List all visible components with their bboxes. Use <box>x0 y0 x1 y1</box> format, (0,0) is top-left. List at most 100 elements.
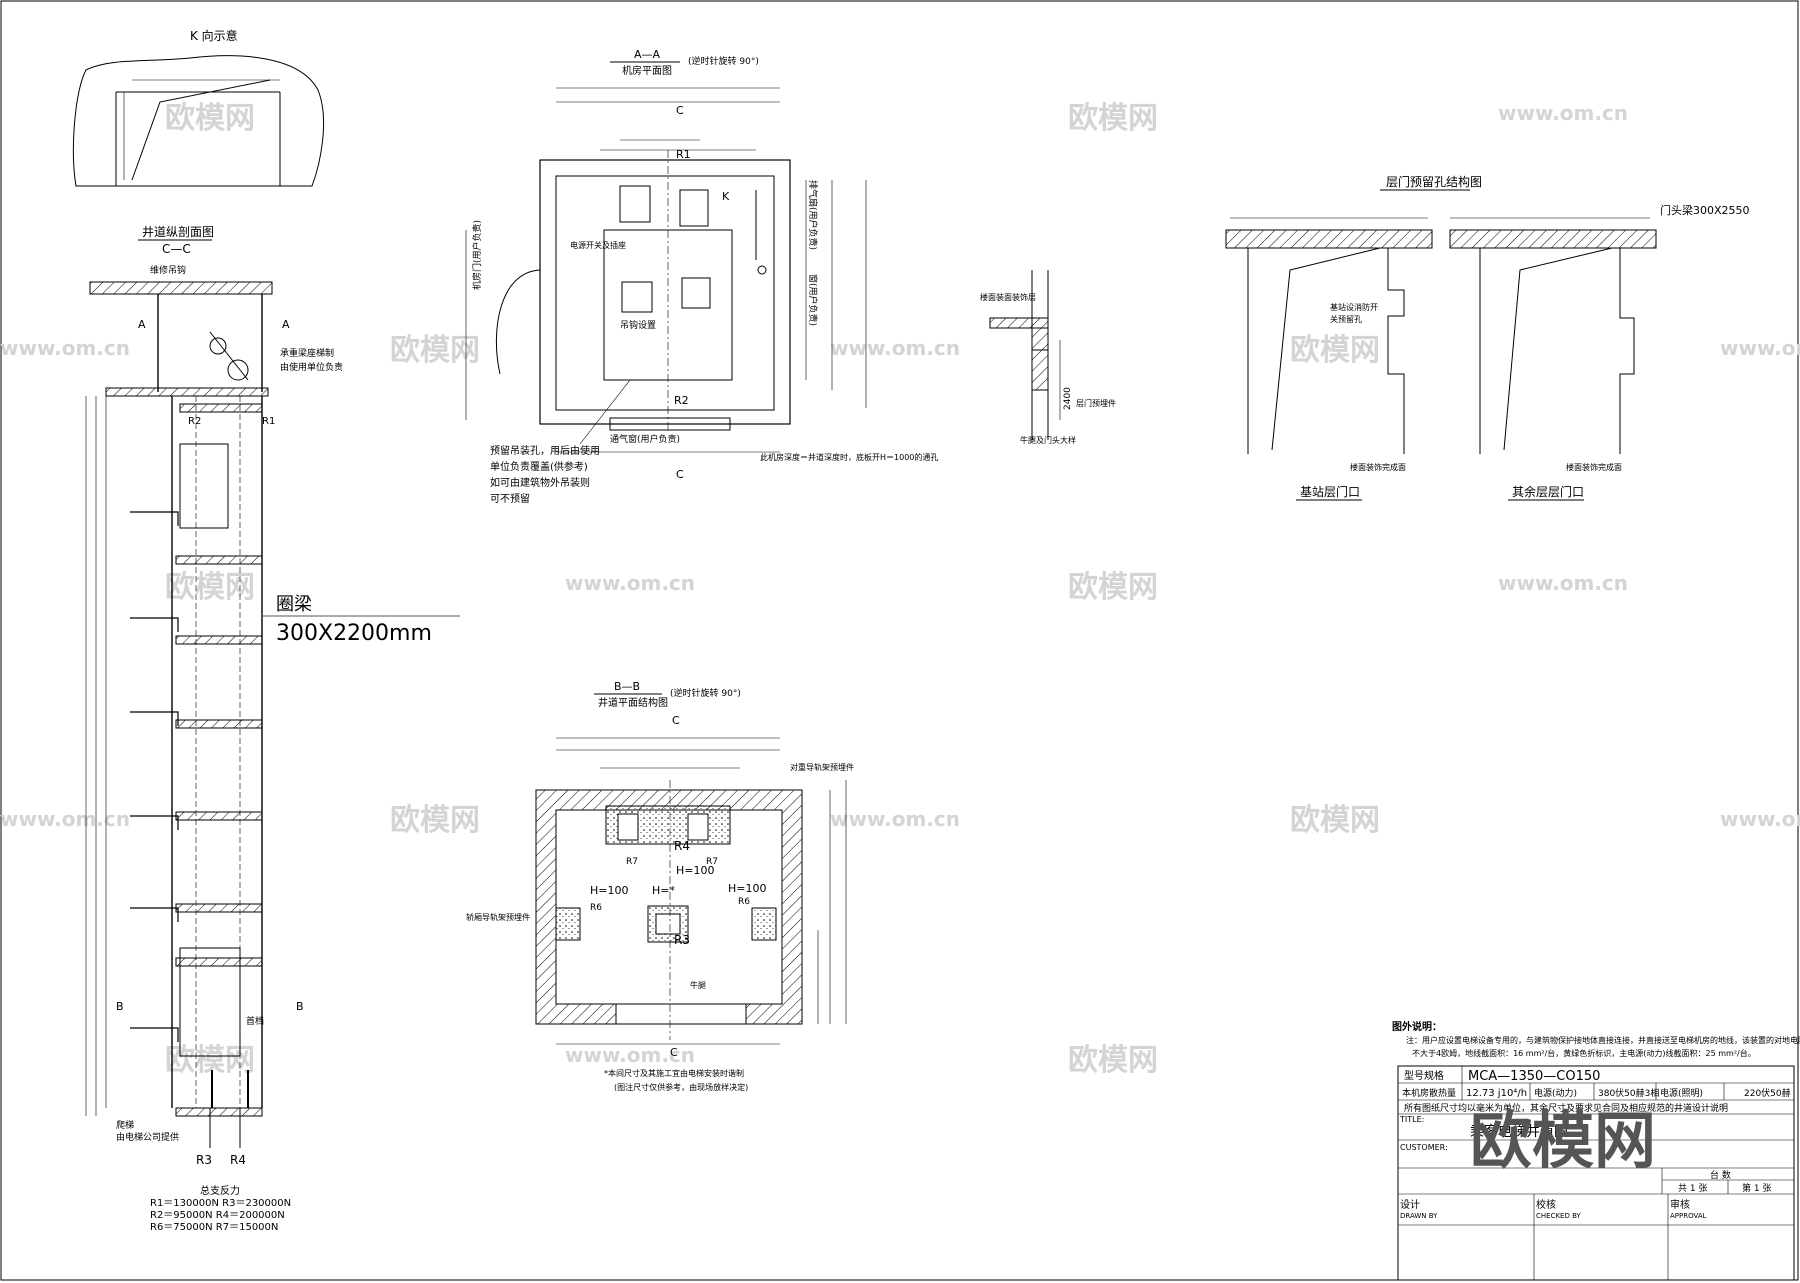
hoist-note-4: 可不预留 <box>490 492 530 505</box>
watermark-text: 欧模网 <box>390 333 480 368</box>
power-label: 电源(动力) <box>1534 1087 1577 1099</box>
a-left-label: A <box>138 318 146 331</box>
r2-label: R2 <box>188 416 201 427</box>
plan-bb: B—B 井道平面结构图 (逆时针旋转 90°) C R4 R7 R7 H=100… <box>466 680 854 1092</box>
caption-other-floors: 其余层层门口 <box>1512 484 1584 499</box>
call-note-2: 关预留孔 <box>1330 314 1362 324</box>
hoist-note-1: 预留吊装孔，用后由使用 <box>490 444 600 457</box>
note-line-1: 注：用户应设置电梯设备专用的，与建筑物保护接地体直接连接，并直接送至电梯机房的地… <box>1406 1035 1800 1045</box>
approve-label: 审核 <box>1670 1198 1690 1211</box>
r7-right-marker: R7 <box>706 857 718 867</box>
customer-label: CUSTOMER: <box>1400 1143 1448 1152</box>
ring-beam-label: 圈梁 <box>276 594 312 615</box>
section-cc-title: 井道纵剖面图 <box>142 225 214 239</box>
watermark-url: www.om.cn <box>830 807 960 831</box>
reactions-title: 总支反力 <box>200 1184 240 1197</box>
qty-label: 台 数 <box>1710 1169 1731 1181</box>
corbel-note: 牛腿 <box>690 980 706 990</box>
check-label: 校核 <box>1536 1198 1556 1211</box>
check-en-label: CHECKED BY <box>1536 1212 1582 1220</box>
pit-note: 首档 <box>246 1015 264 1027</box>
corbel-detail: 楼面装面装饰层 2400 层门预埋件 牛腿及门头大样 <box>980 270 1116 445</box>
watermark-url: www.om.cn <box>0 336 130 360</box>
h100-left: H=100 <box>590 884 628 897</box>
beam-note-1: 承重梁座梯制 <box>280 347 334 359</box>
depth-note: 此机房深度＝井道深度时，底板开H＝1000的通孔 <box>760 452 938 462</box>
c-bottom-marker: C <box>676 468 684 481</box>
heat-value: 12.73 j10⁴/h <box>1466 1088 1527 1099</box>
plan-aa-rotate-note: (逆时针旋转 90°) <box>688 55 759 67</box>
r6-right-marker: R6 <box>738 897 750 907</box>
watermark-text: 欧模网 <box>1290 803 1380 838</box>
door-structure: 层门预留孔结构图 门头梁300X2550 基站设消防开 关预留孔 楼面装饰完成面… <box>1225 174 1750 501</box>
detail-label-bottom: 牛腿及门头大样 <box>1020 435 1076 445</box>
bb-footnote-2: (图注尺寸仅供参考，由现场放样决定) <box>614 1082 748 1092</box>
watermark-text: 欧模网 <box>1068 1043 1158 1078</box>
rail-note: 对重导轨架预埋件 <box>790 762 854 772</box>
watermark-url: www.om.cn <box>1498 101 1628 125</box>
hoist-note-3: 如可由建筑物外吊装则 <box>490 476 590 489</box>
k-view: K 向示意 <box>72 28 325 187</box>
description: 所有图纸尺寸均以毫米为单位，其余尺寸及要求见合同及相应规范的井道设计说明 <box>1404 1102 1728 1114</box>
window-note: 窗(用户负责) <box>807 274 819 326</box>
watermark-text: 欧模网 <box>1068 570 1158 605</box>
a-right-label: A <box>282 318 290 331</box>
watermark-url: www.om.cn <box>0 807 130 831</box>
h100-right: H=100 <box>728 882 766 895</box>
title-block: 图外说明： 注：用户应设置电梯设备专用的，与建筑物保护接地体直接连接，并直接送至… <box>1392 1020 1800 1281</box>
watermark-text: 欧模网 <box>165 1043 255 1078</box>
section-cc-subtitle: C—C <box>162 242 191 256</box>
r3-label: R3 <box>196 1153 212 1167</box>
reaction-line-3: R6＝75000N R7＝15000N <box>150 1222 278 1233</box>
c-top-marker: C <box>676 104 684 117</box>
machine-door-note: 机房门(用户负责) <box>471 220 483 290</box>
title-label: TITLE: <box>1399 1115 1424 1124</box>
watermark-large: 欧模网 <box>1470 1104 1656 1177</box>
ladder-note-1: 爬梯 <box>116 1119 134 1131</box>
rail-note-2: 轿厢导轨架预埋件 <box>466 912 530 922</box>
c-bottom-marker-bb: C <box>670 1046 678 1059</box>
k-marker: K <box>722 190 730 203</box>
beam-note-2: 由使用单位负责 <box>280 361 343 373</box>
c-top-marker-bb: C <box>672 714 680 727</box>
socket-note: 电源开关及插座 <box>570 240 626 250</box>
call-note-1: 基站设消防开 <box>1330 302 1378 312</box>
note-line-2: 不大于4欧姆，地线截面积：16 mm²/台，黄绿色折标识，主电源(动力)线截面积… <box>1412 1048 1756 1058</box>
door-structure-title: 层门预留孔结构图 <box>1386 174 1482 189</box>
exhaust-note: 排气扇(用户负责) <box>807 180 819 250</box>
h100-mid: H=100 <box>676 864 714 877</box>
watermark-text: 欧模网 <box>1068 101 1158 136</box>
notes-header: 图外说明： <box>1392 1020 1442 1033</box>
hoist-note-2: 单位负责覆盖(供参考) <box>490 460 588 473</box>
k-view-title: K 向示意 <box>190 28 238 43</box>
sheet-number: 第 1 张 <box>1742 1182 1771 1194</box>
watermark-url: www.om.cn <box>830 336 960 360</box>
floor-note-left: 楼面装饰完成面 <box>1350 462 1406 472</box>
hook-note: 吊钩设置 <box>620 319 656 331</box>
r2-marker: R2 <box>674 394 689 407</box>
total-sheets: 共 1 张 <box>1678 1183 1707 1194</box>
detail-label-mid: 层门预埋件 <box>1076 398 1116 408</box>
detail-dim: 2400 <box>1063 387 1073 410</box>
watermark-url: www.om.cn <box>1720 807 1800 831</box>
r3-bb-marker: R3 <box>674 933 690 947</box>
plan-bb-subtitle: 井道平面结构图 <box>598 696 668 709</box>
section-cc: 井道纵剖面图 C—C 维修吊钩 A A 承重梁座梯制 由使用单位负责 R2 R1 <box>85 225 460 1167</box>
r4-bb-marker: R4 <box>674 839 690 853</box>
light-value: 220伏50赫 <box>1744 1087 1791 1099</box>
watermark-url: www.om.cn <box>565 1043 695 1067</box>
plan-bb-title: B—B <box>614 680 640 693</box>
caption-base-station: 基站层门口 <box>1300 484 1360 499</box>
watermark-layer: 欧模网 欧模网 www.om.cn 欧模网 欧模网 www.om.cn www.… <box>0 101 1800 1078</box>
plan-aa-subtitle: 机房平面图 <box>622 64 672 77</box>
watermark-url: www.om.cn <box>1720 336 1800 360</box>
hstar-mid: H=* <box>652 884 675 897</box>
model-value: MCA—1350—CO150 <box>1468 1069 1600 1084</box>
watermark-text: 欧模网 <box>390 803 480 838</box>
reactions-table: 总支反力 R1＝130000N R3＝230000N R2＝95000N R4＝… <box>150 1184 291 1233</box>
b-right-label: B <box>296 1000 304 1013</box>
reaction-line-1: R1＝130000N R3＝230000N <box>150 1198 291 1209</box>
r4-label: R4 <box>230 1153 246 1167</box>
